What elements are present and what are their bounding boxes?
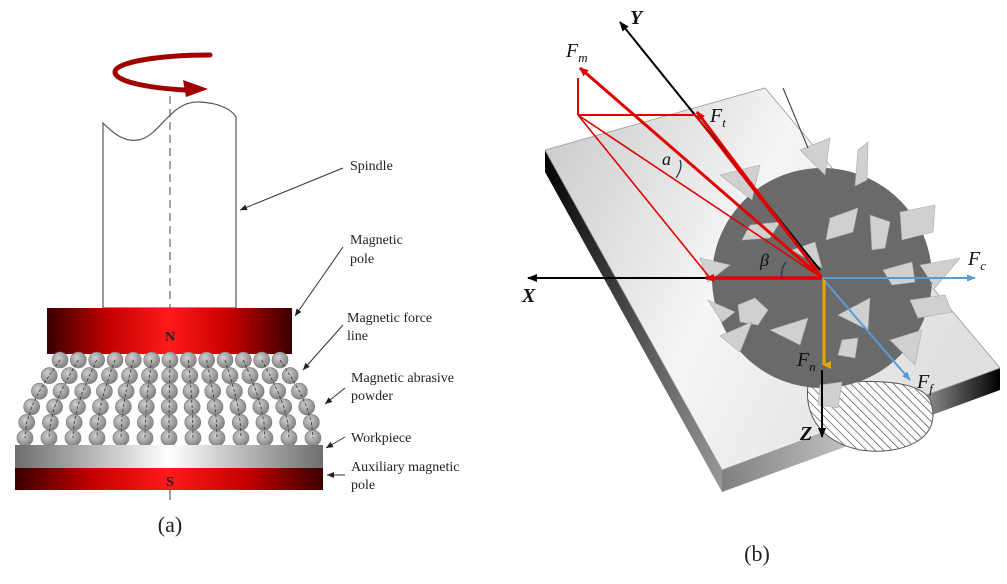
- fn-label: Fn: [796, 349, 816, 374]
- magnetic-pole-n: [47, 308, 292, 354]
- pole-n-letter: N: [165, 330, 175, 345]
- auxiliary-magnetic-pole: [15, 468, 323, 490]
- fm-vector: [579, 66, 823, 280]
- magnetic-force-line: [242, 359, 266, 439]
- abrasive-grain: [882, 261, 916, 286]
- magnetic-force-line: [48, 359, 79, 439]
- abrasive-particle: [231, 414, 249, 431]
- abrasive-particle: [74, 382, 92, 400]
- beta-arc: [780, 261, 787, 279]
- abrasive-particle: [232, 429, 250, 447]
- magnetic-force-line: [24, 359, 61, 439]
- label-powder-l1: Magnetic abrasive: [351, 371, 454, 386]
- abrasive-particle: [23, 398, 40, 416]
- abrasive-grain: [825, 207, 859, 241]
- abrasive-particle: [280, 429, 298, 447]
- magnetic-force-line: [224, 359, 242, 439]
- abrasive-particle: [60, 367, 78, 384]
- abrasive-particle: [92, 398, 109, 416]
- abrasive-grain: [909, 294, 953, 319]
- magnetic-abrasive-powder: [16, 351, 322, 447]
- label-force-line-l1: Magnetic force: [347, 311, 432, 326]
- abrasive-grain: [817, 381, 843, 409]
- abrasive-grain: [919, 257, 961, 289]
- abrasive-grain: [769, 317, 809, 346]
- abrasive-grain: [719, 321, 753, 353]
- magnetic-force-line: [72, 359, 98, 439]
- abrasive-particle: [112, 429, 130, 447]
- label-magnetic-pole-l2: pole: [350, 252, 374, 267]
- abrasive-grain: [737, 297, 769, 326]
- label-magnetic-pole-l1: Magnetic: [350, 233, 403, 248]
- caption-a: (a): [158, 512, 182, 537]
- label-powder-l2: powder: [351, 389, 393, 404]
- fm-label: Fm: [565, 40, 588, 65]
- workpiece-left-face: [545, 150, 722, 492]
- ft-label: Ft: [709, 105, 726, 130]
- abrasive-grain: [741, 221, 781, 241]
- abrasive-grain: [854, 141, 869, 187]
- caption-b: (b): [744, 541, 770, 566]
- abrasive-grain: [707, 299, 736, 323]
- ff-label: Ff: [916, 371, 935, 396]
- abrasive-grain: [837, 337, 859, 359]
- abrasive-particle: [281, 367, 299, 384]
- label-aux-pole-l2: pole: [351, 478, 375, 493]
- abrasive-particle: [298, 398, 315, 416]
- pole-s-letter: S: [166, 475, 174, 490]
- ft-vector: [695, 111, 824, 279]
- magnetic-force-line: [279, 359, 314, 439]
- figure-a: N S Spindle Magnetic pole Magnetic force…: [15, 52, 459, 537]
- magnetic-force-line: [206, 359, 218, 439]
- x-axis-label: X: [521, 285, 536, 307]
- magnetic-force-line: [96, 359, 116, 439]
- magnetic-force-line: [261, 359, 290, 439]
- label-workpiece: Workpiece: [351, 431, 411, 446]
- rotation-arrow-icon: [112, 52, 213, 97]
- alpha-label: a: [662, 149, 671, 169]
- magnetic-force-line: [120, 359, 134, 439]
- abrasive-grain: [869, 214, 891, 251]
- abrasive-particle: [42, 414, 59, 431]
- figure-b: Y X Z a β Fm Ft Fc Fn: [521, 7, 1001, 566]
- magnetic-force-line: [187, 359, 194, 439]
- abrasive-particle: [247, 382, 265, 400]
- label-spindle: Spindle: [350, 159, 393, 174]
- abrasive-particle: [113, 414, 130, 431]
- label-aux-pole-l1: Auxiliary magnetic: [351, 460, 459, 475]
- z-axis-label: Z: [799, 423, 812, 445]
- abrasive-particle: [208, 429, 226, 447]
- ff-vector: [821, 277, 911, 381]
- abrasive-particle: [229, 398, 247, 416]
- abrasive-grain: [889, 329, 923, 366]
- fc-label: Fc: [967, 248, 986, 273]
- abrasive-particle: [208, 414, 225, 431]
- abrasive-particle: [40, 367, 58, 384]
- beta-label: β: [759, 250, 769, 270]
- alpha-arc: [675, 159, 682, 179]
- magnetic-force-line: [168, 359, 171, 439]
- magnetic-force-line: [144, 359, 153, 439]
- abrasive-particle: [40, 429, 58, 447]
- label-force-line-l2: line: [347, 329, 368, 344]
- abrasive-grain: [899, 204, 936, 241]
- workpiece: [15, 445, 323, 468]
- y-axis-label: Y: [630, 7, 644, 29]
